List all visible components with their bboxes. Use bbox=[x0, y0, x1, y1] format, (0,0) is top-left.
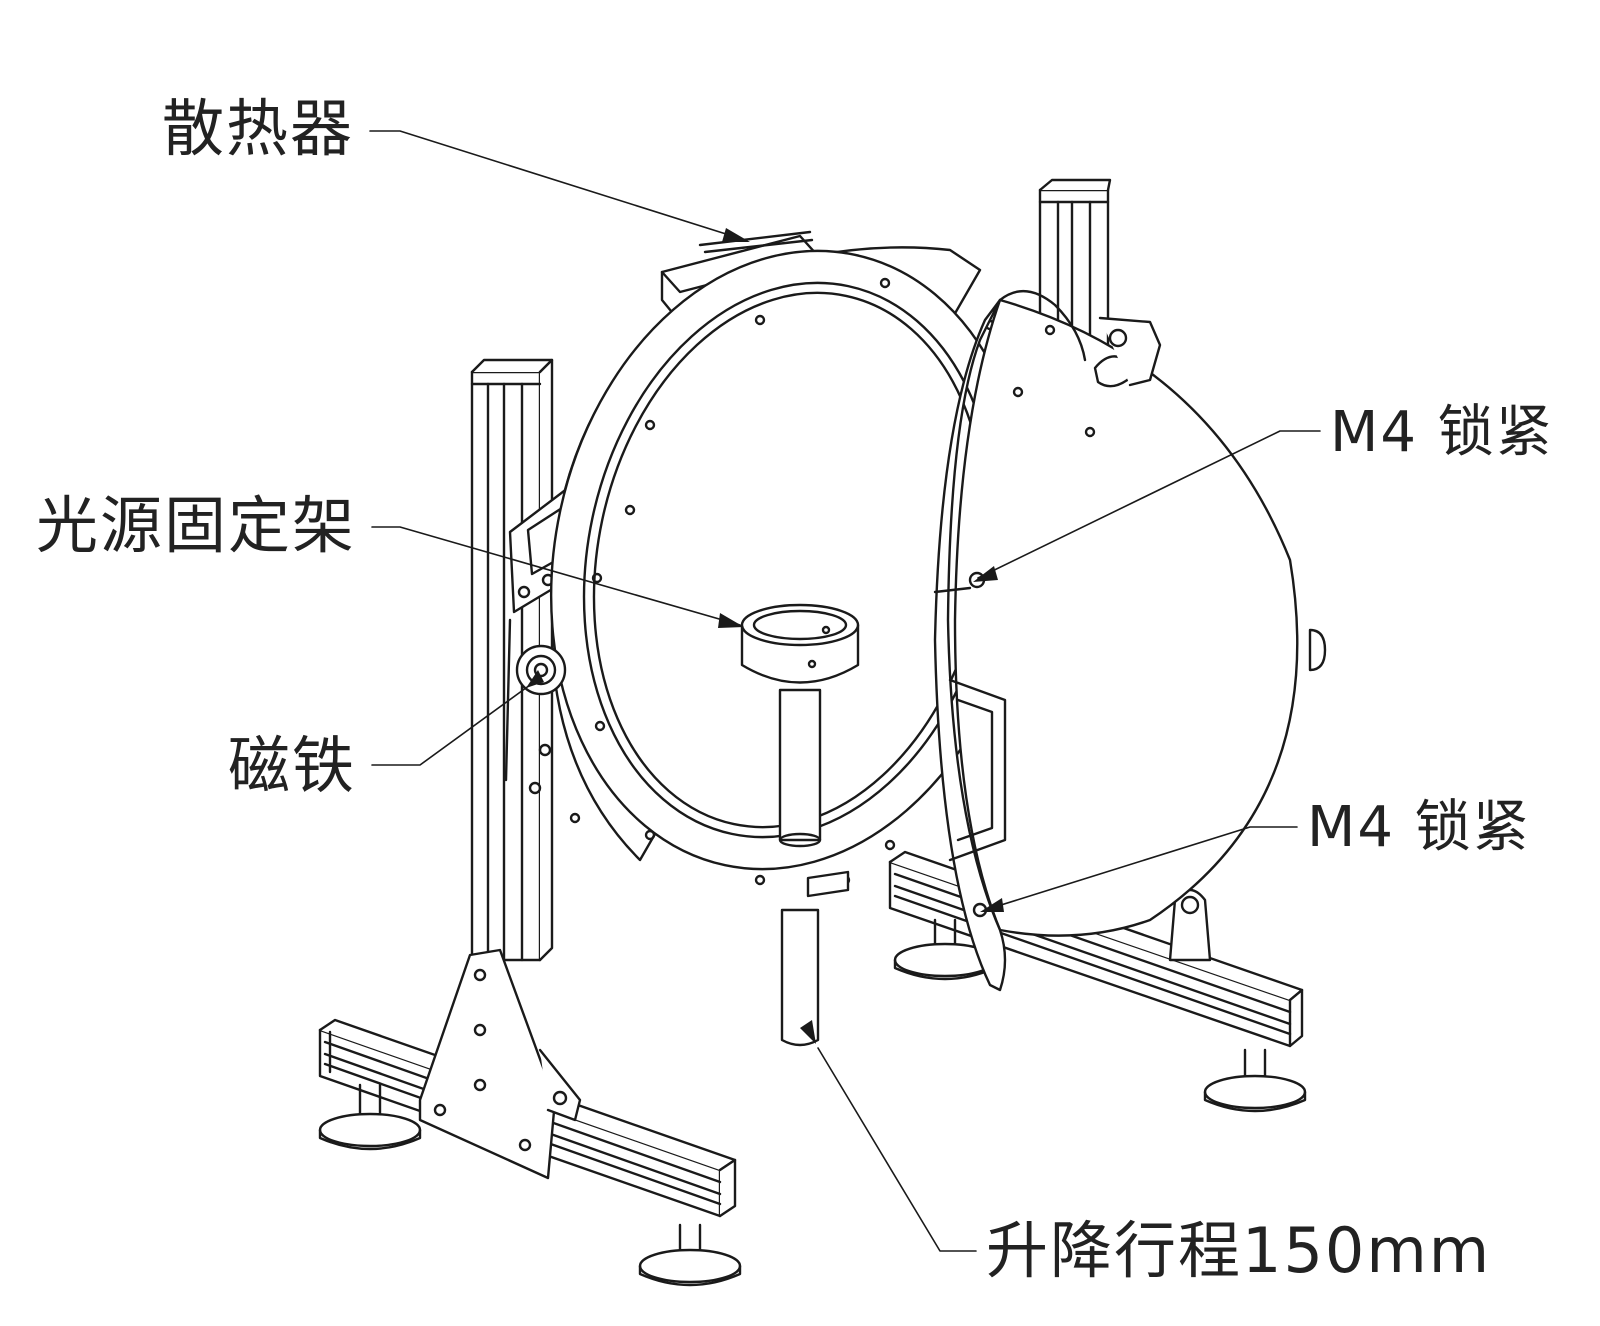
label-magnet: 磁铁 bbox=[228, 729, 357, 802]
leader-m4-lower bbox=[984, 826, 1298, 911]
leader-lift-travel bbox=[817, 1047, 977, 1252]
label-heatsink: 散热器 bbox=[162, 92, 355, 165]
label-light-source-holder: 光源固定架 bbox=[36, 489, 357, 562]
label-m4-lock-lower: M4 锁紧 bbox=[1307, 795, 1531, 860]
sphere-door bbox=[933, 289, 1327, 992]
label-lift-travel: 升降行程150mm bbox=[986, 1214, 1492, 1287]
arrowheads bbox=[526, 228, 1004, 1044]
leader-magnet bbox=[371, 684, 531, 766]
leader-heatsink bbox=[369, 130, 746, 241]
leader-m4-upper bbox=[977, 430, 1321, 579]
magnet-part bbox=[515, 644, 567, 696]
leader-lines bbox=[369, 130, 1321, 1252]
light-source-cup bbox=[740, 603, 860, 684]
sphere-front-ring bbox=[528, 249, 1031, 898]
lift-column bbox=[778, 688, 822, 1047]
left-gusset bbox=[418, 948, 582, 1180]
leader-light-source-holder bbox=[371, 526, 741, 626]
label-m4-lock-upper: M4 锁紧 bbox=[1330, 400, 1554, 465]
